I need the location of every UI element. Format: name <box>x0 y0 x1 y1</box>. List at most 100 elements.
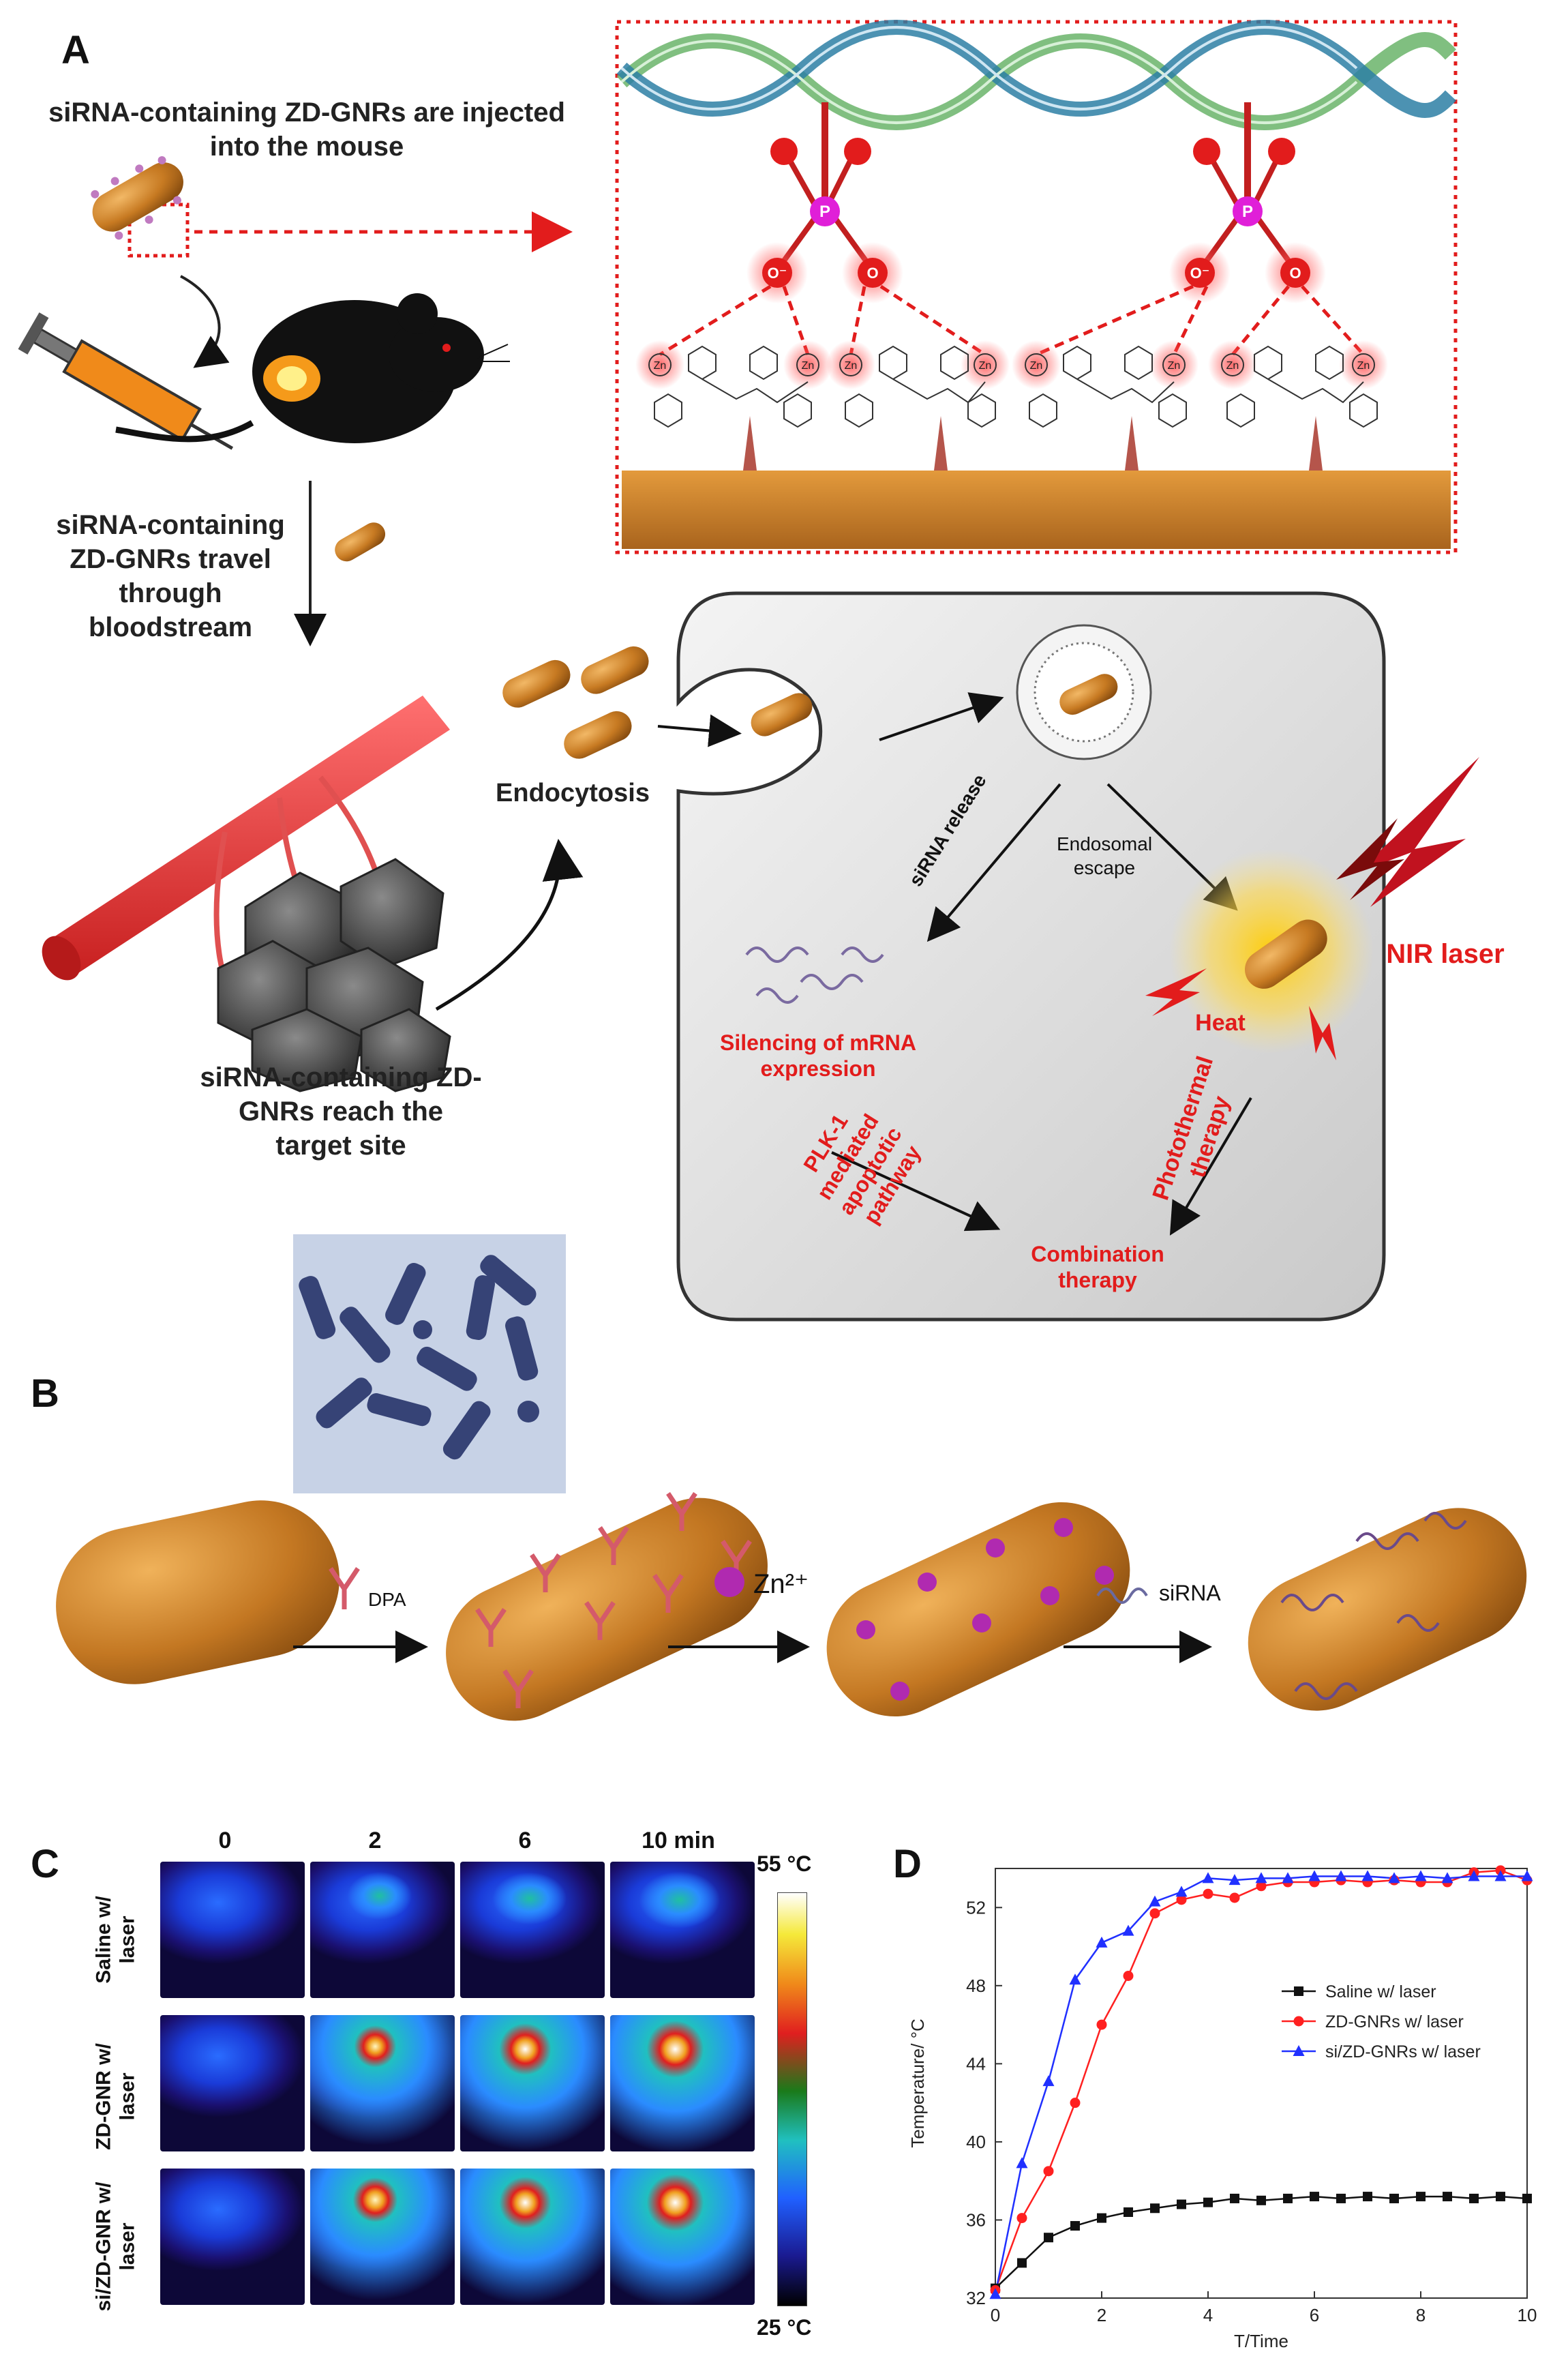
x-tick-label: 4 <box>1203 2305 1213 2325</box>
panel-label-d: D <box>893 1842 922 1886</box>
mouse-icon <box>115 293 510 443</box>
data-point <box>1469 2193 1479 2203</box>
zn-label: Zn²⁺ <box>753 1569 809 1599</box>
synthesis-scheme <box>56 1492 1527 1721</box>
colorbar-max-label: 55 °C <box>757 1851 812 1876</box>
data-point <box>1468 1870 1480 1881</box>
heat-label: Heat <box>1195 1010 1246 1036</box>
zn-label: Zn <box>845 360 858 372</box>
y-tick-label: 36 <box>966 2209 986 2230</box>
injected-nanorod <box>91 156 183 240</box>
thermal-image <box>160 2169 305 2305</box>
sirna-loaded-nanorod <box>1248 1508 1527 1711</box>
data-point <box>1070 2221 1080 2231</box>
sirna-label: siRNA <box>1159 1581 1221 1605</box>
bound-sirna <box>1280 1512 1467 1700</box>
data-point <box>1042 2075 1055 2087</box>
heated-nanorod <box>1244 919 1327 989</box>
endocytosis-label: Endocytosis <box>496 779 650 807</box>
thermal-image <box>460 1862 605 1998</box>
data-point <box>1124 2207 1133 2217</box>
x-axis-label: T/Time <box>1234 2331 1288 2351</box>
time-label-6: 6 <box>518 1828 532 1853</box>
data-point <box>1230 2193 1239 2203</box>
dpa-ligands <box>475 1492 752 1708</box>
time-label-10: 10 min <box>642 1828 715 1853</box>
endosomal-escape-label: Endosomal escape <box>1056 833 1153 878</box>
data-point <box>1069 1973 1081 1985</box>
data-point <box>1228 1874 1241 1886</box>
data-point <box>1017 2258 1027 2268</box>
syringe-icon <box>18 312 234 450</box>
data-point <box>1388 1872 1400 1883</box>
zn-dpa-nanorod <box>826 1502 1130 1717</box>
thermal-image <box>610 1862 755 1998</box>
step-injection-caption: siRNA-containing ZD-GNRs are injected in… <box>48 98 565 162</box>
data-point <box>1389 2193 1399 2203</box>
thermal-image <box>610 2015 755 2151</box>
data-point <box>1441 1872 1453 1883</box>
panel-label-b: B <box>31 1371 59 1416</box>
sirna-icon <box>1096 1588 1148 1604</box>
data-point <box>1203 1888 1213 1899</box>
legend-label: ZD-GNRs w/ laser <box>1325 2012 1464 2031</box>
bare-gold-nanorod <box>56 1500 340 1684</box>
zn-label: Zn <box>979 360 992 372</box>
data-point <box>1256 2195 1266 2205</box>
combination-therapy-label: Combination therapy <box>1031 1242 1164 1293</box>
heat-bolt-icon <box>1145 968 1336 1060</box>
thermal-image <box>310 2169 455 2305</box>
endosome <box>1016 624 1152 760</box>
thermal-image <box>160 2015 305 2151</box>
data-point <box>1363 2192 1372 2202</box>
data-point <box>1149 1895 1161 1907</box>
zn-label: Zn <box>1226 360 1239 372</box>
data-point <box>1522 2193 1532 2203</box>
data-point <box>1256 1881 1267 1892</box>
legend-label: si/ZD-GNRs w/ laser <box>1325 2042 1481 2061</box>
data-point <box>1096 1936 1108 1948</box>
data-point <box>1176 1894 1187 1905</box>
sirna-strands <box>745 947 884 1004</box>
thermal-image <box>310 2015 455 2151</box>
data-point <box>1044 2233 1053 2243</box>
y-tick-label: 52 <box>966 1897 986 1918</box>
data-point <box>1443 2192 1452 2202</box>
data-point <box>1494 1870 1507 1881</box>
time-label-2: 2 <box>368 1828 382 1853</box>
data-point <box>1416 2192 1426 2202</box>
zn-label: Zn <box>1030 360 1043 372</box>
tem-image <box>293 1234 566 1493</box>
y-tick-label: 32 <box>966 2288 986 2308</box>
data-point <box>1283 2193 1293 2203</box>
oxygen-label: O <box>866 265 878 282</box>
data-point <box>1361 1870 1374 1881</box>
data-point <box>1070 2098 1081 2109</box>
data-point <box>1096 2019 1107 2030</box>
data-point <box>1229 1892 1240 1903</box>
phosphorus-label: P <box>819 203 830 221</box>
data-point <box>1016 2213 1027 2224</box>
legend-label: Saline w/ laser <box>1325 1982 1436 2001</box>
data-point <box>1282 1872 1294 1883</box>
data-point <box>1123 1971 1134 1981</box>
oxygen-minus-label-2: O⁻ <box>1190 265 1210 282</box>
nanorods-group <box>502 646 649 759</box>
zn-dpa-complexes: Zn Zn Zn Zn Zn Zn Zn Zn <box>635 340 1388 471</box>
x-tick-label: 10 <box>1518 2305 1537 2325</box>
data-point <box>1336 2193 1346 2203</box>
row-label-si-zd-gnr: si/ZD-GNR w/ laser <box>92 2181 139 2312</box>
x-tick-label: 0 <box>991 2305 1000 2325</box>
data-point <box>1255 1872 1267 1883</box>
thermal-image <box>610 2169 755 2305</box>
zn-label: Zn <box>1357 360 1370 372</box>
laser-bolt-icon <box>1336 757 1479 907</box>
zn-label: Zn <box>1168 360 1181 372</box>
data-point <box>1496 2192 1505 2202</box>
zn-ion-icon <box>714 1567 744 1597</box>
y-tick-label: 48 <box>966 1976 986 1996</box>
cell-membrane <box>676 591 1386 1322</box>
row-label-saline: Saline w/ laser <box>92 1896 139 1984</box>
data-point <box>1202 1872 1214 1883</box>
